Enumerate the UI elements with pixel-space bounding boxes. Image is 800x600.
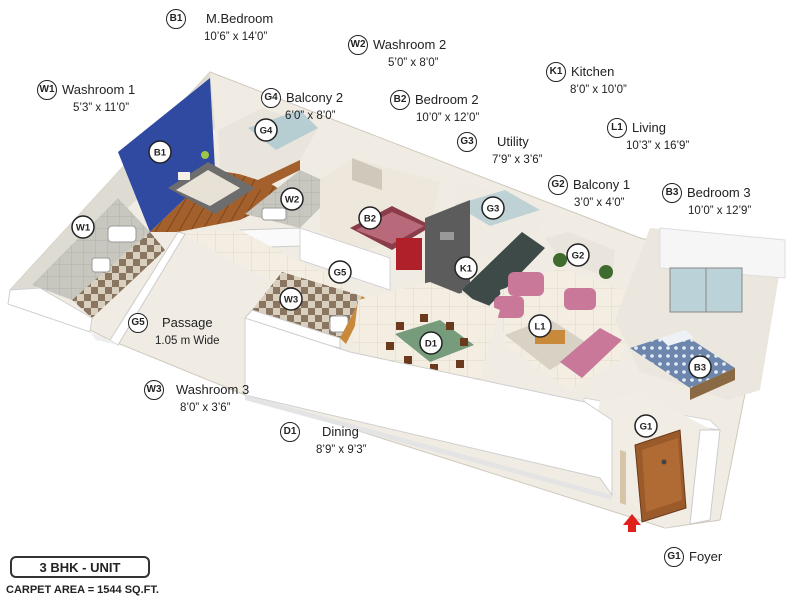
plan-badge-d1: D1 — [419, 331, 443, 355]
badge-g4: G4 — [261, 88, 281, 108]
room-name: Washroom 1 — [62, 82, 136, 97]
plan-badge-g3: G3 — [481, 196, 505, 220]
plan-badge-w3: W3 — [279, 287, 303, 311]
plan-badges: W1 B1 G4 W2 B2 G3 G2 G5 K1 W3 L1 D1 B3 G… — [71, 118, 712, 438]
plan-badge-b3: B3 — [688, 355, 712, 379]
label-washroom-3: W3 Washroom 3 8’0” x 3’6” — [144, 380, 249, 415]
svg-text:B1: B1 — [154, 148, 167, 159]
plan-badge-b2: B2 — [358, 206, 382, 230]
label-dining: D1 Dining 8’9” x 9’3” — [280, 422, 367, 457]
badge-w3: W3 — [144, 380, 164, 400]
room-name: Utility — [497, 134, 529, 149]
label-foyer: G1 Foyer — [664, 547, 722, 567]
plan-badge-w2: W2 — [280, 187, 304, 211]
label-balcony-2: G4 Balcony 2 6’0” x 8’0” — [261, 88, 343, 123]
room-name: Washroom 3 — [176, 382, 250, 397]
svg-text:G1: G1 — [640, 422, 653, 433]
washroom-3-render — [244, 272, 368, 349]
svg-text:L1: L1 — [534, 322, 546, 333]
room-name: Bedroom 2 — [415, 92, 479, 107]
plan-badge-b1: B1 — [148, 140, 172, 164]
bedroom-2-render — [299, 158, 440, 291]
label-m-bedroom: B1 M.Bedroom 10’6” x 14’0” — [166, 9, 273, 44]
room-dims: 8’0” x 3’6” — [180, 402, 231, 414]
plan-badge-k1: K1 — [454, 256, 478, 280]
label-bedroom-2: B2 Bedroom 2 10’0” x 12’0” — [390, 90, 479, 125]
room-name: Kitchen — [571, 64, 615, 79]
plan-badge-g4: G4 — [254, 118, 278, 142]
badge-g3: G3 — [457, 132, 477, 152]
badge-g1: G1 — [664, 547, 684, 567]
svg-text:G5: G5 — [334, 268, 347, 279]
svg-text:W3: W3 — [284, 295, 298, 306]
front-wall — [244, 317, 721, 525]
room-name: Living — [632, 120, 666, 135]
room-name: Passage — [162, 315, 213, 330]
badge-d1: D1 — [280, 422, 300, 442]
svg-text:B3: B3 — [694, 363, 706, 374]
room-dims: 8’0” x 10’0” — [570, 84, 627, 96]
plan-badge-g5: G5 — [328, 260, 352, 284]
svg-text:W2: W2 — [285, 195, 299, 206]
room-dims: 3’0” x 4’0” — [574, 197, 625, 209]
svg-text:G4: G4 — [260, 126, 273, 137]
badge-g5: G5 — [128, 313, 148, 333]
room-dims: 5’3” x 11’0” — [73, 102, 130, 114]
label-washroom-1: W1 Washroom 1 5’3” x 11’0” — [37, 80, 135, 115]
svg-text:B2: B2 — [364, 214, 376, 225]
plan-badge-l1: L1 — [528, 314, 552, 338]
room-dims: 10’6” x 14’0” — [204, 31, 268, 43]
room-dims: 6’0” x 8’0” — [285, 110, 336, 122]
room-name: Balcony 2 — [286, 90, 344, 105]
plan-badge-g1: G1 — [634, 414, 658, 438]
badge-b1: B1 — [166, 9, 186, 29]
badge-b3: B3 — [662, 183, 682, 203]
plan-badge-g2: G2 — [566, 243, 590, 267]
room-dims: 10’0” x 12’0” — [416, 112, 480, 124]
badge-b2: B2 — [390, 90, 410, 110]
badge-k1: K1 — [546, 62, 566, 82]
badge-w1: W1 — [37, 80, 57, 100]
label-kitchen: K1 Kitchen 8’0” x 10’0” — [546, 62, 627, 97]
room-name: Dining — [322, 424, 359, 439]
room-name: M.Bedroom — [206, 11, 274, 26]
label-balcony-1: G2 Balcony 1 3’0” x 4’0” — [548, 175, 630, 210]
svg-text:K1: K1 — [460, 264, 473, 275]
room-dims: 5’0” x 8’0” — [388, 57, 439, 69]
svg-text:W1: W1 — [76, 223, 91, 234]
entrance-arrow-icon — [623, 514, 641, 532]
plan-badge-w1: W1 — [71, 215, 95, 239]
svg-text:G2: G2 — [572, 251, 585, 262]
foyer-render — [590, 392, 712, 528]
room-dims: 7’9” x 3’6” — [492, 154, 543, 166]
room-name: Bedroom 3 — [687, 185, 751, 200]
room-dims: 10’0” x 12’9” — [688, 205, 752, 217]
label-passage: G5 Passage 1.05 m Wide — [128, 313, 220, 348]
room-dims: 8’9” x 9’3” — [316, 444, 367, 456]
carpet-area: CARPET AREA = 1544 SQ.FT. — [6, 584, 159, 596]
badge-w2: W2 — [348, 35, 368, 55]
label-washroom-2: W2 Washroom 2 5’0” x 8’0” — [348, 35, 446, 70]
label-bedroom-3: B3 Bedroom 3 10’0” x 12’9” — [662, 183, 751, 218]
room-name: Balcony 1 — [573, 177, 631, 192]
label-utility: G3 Utility 7’9” x 3’6” — [457, 132, 543, 167]
room-name: Foyer — [689, 549, 723, 564]
room-dims: 1.05 m Wide — [155, 335, 220, 347]
badge-l1: L1 — [607, 118, 627, 138]
unit-title: 3 BHK - UNIT — [39, 559, 121, 575]
unit-type-box: 3 BHK - UNIT — [10, 556, 150, 578]
room-dims: 10’3” x 16’9” — [626, 140, 690, 152]
living-room-render — [494, 268, 640, 390]
badge-g2: G2 — [548, 175, 568, 195]
label-living: L1 Living 10’3” x 16’9” — [607, 118, 689, 153]
svg-text:D1: D1 — [425, 339, 438, 350]
room-name: Washroom 2 — [373, 37, 447, 52]
svg-text:G3: G3 — [487, 204, 500, 215]
